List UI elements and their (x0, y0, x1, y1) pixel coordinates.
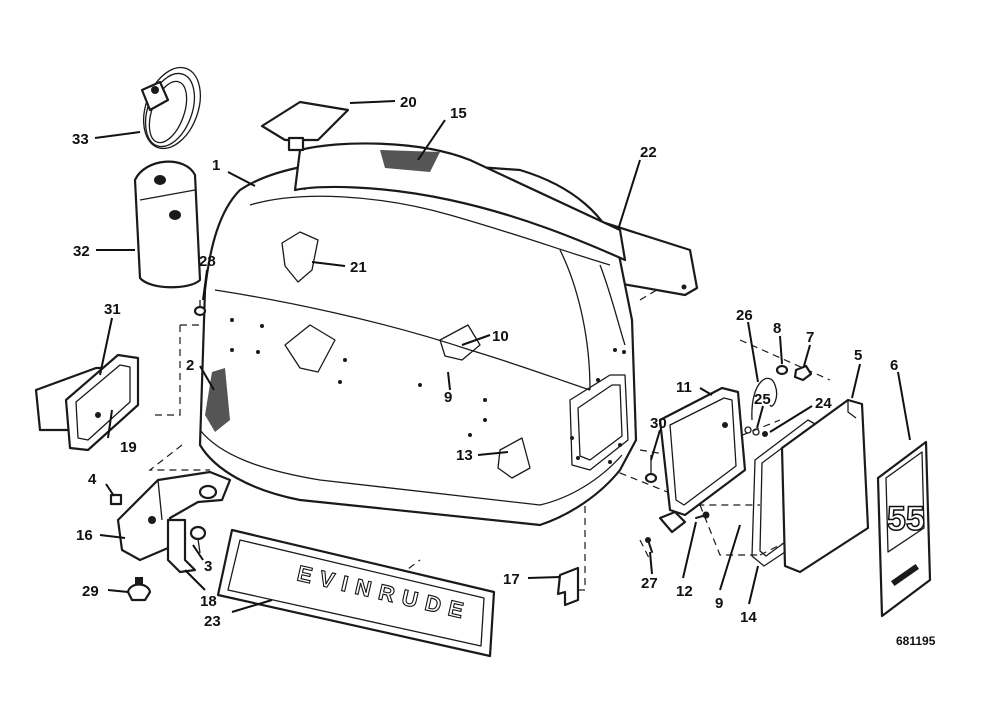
callout-27: 27 (641, 575, 658, 592)
callout-9a: 9 (444, 389, 452, 406)
callout-25: 25 (754, 391, 771, 408)
callout-16: 16 (76, 527, 93, 544)
callout-2: 2 (186, 357, 194, 374)
part-20-cover-plate (260, 100, 350, 152)
callout-9b: 9 (715, 595, 723, 612)
callout-17: 17 (503, 571, 520, 588)
part-6-decal: 55 (876, 440, 932, 618)
part-18-clip (166, 518, 197, 574)
part-27-screw (645, 537, 653, 553)
callout-19: 19 (120, 439, 137, 456)
part-23-name-plate: EVINRUDE (216, 528, 496, 658)
part-28-screw (193, 300, 207, 317)
part-3-screw (189, 525, 207, 554)
callout-labels: 33 20 15 1 22 32 28 21 31 2 10 9 19 13 4… (72, 94, 898, 630)
callout-7: 7 (806, 329, 814, 346)
decal-text: 55 (887, 500, 925, 538)
callout-20: 20 (400, 94, 417, 111)
part-4-nut (109, 493, 123, 506)
callout-4: 4 (88, 471, 97, 488)
callout-5: 5 (854, 347, 862, 364)
callout-14: 14 (740, 609, 757, 626)
callout-18: 18 (200, 593, 217, 610)
callout-10: 10 (492, 328, 509, 345)
callout-3: 3 (204, 558, 212, 575)
part-33-cable (140, 66, 201, 150)
part-12-screw (695, 511, 710, 519)
part-25-spring (744, 426, 760, 436)
callout-13: 13 (456, 447, 473, 464)
callout-21: 21 (350, 259, 367, 276)
part-32-pouch (133, 160, 202, 289)
leader-lines (94, 100, 911, 613)
reference-number: 681195 (896, 634, 936, 648)
part-5-side-panel (780, 398, 870, 574)
callout-26: 26 (736, 307, 753, 324)
callout-12: 12 (676, 583, 693, 600)
callout-28: 28 (199, 253, 216, 270)
part-24-washer (762, 431, 768, 437)
callout-24: 24 (815, 395, 832, 412)
part-17-bracket (556, 566, 580, 607)
callout-22: 22 (640, 144, 657, 161)
callout-30: 30 (650, 415, 667, 432)
part-8-screw (775, 364, 789, 376)
callout-11: 11 (676, 379, 692, 396)
part-29-grommet (126, 577, 152, 602)
callout-31: 31 (104, 301, 121, 318)
callout-29: 29 (82, 583, 99, 600)
callout-23: 23 (204, 613, 221, 630)
callout-32: 32 (73, 243, 90, 260)
part-11-grille-frame (658, 386, 747, 534)
callout-8: 8 (773, 320, 781, 337)
part-1-motor-cover (198, 142, 638, 527)
part-16-latch-bracket (116, 470, 232, 562)
cover-holes (230, 318, 626, 464)
part-7-nut (793, 364, 813, 382)
callout-6: 6 (890, 357, 898, 374)
callout-33: 33 (72, 131, 89, 148)
part-19-grille-frame (64, 353, 140, 452)
part-26-wire (751, 377, 778, 421)
callout-15: 15 (450, 105, 467, 122)
callout-1: 1 (212, 157, 220, 174)
